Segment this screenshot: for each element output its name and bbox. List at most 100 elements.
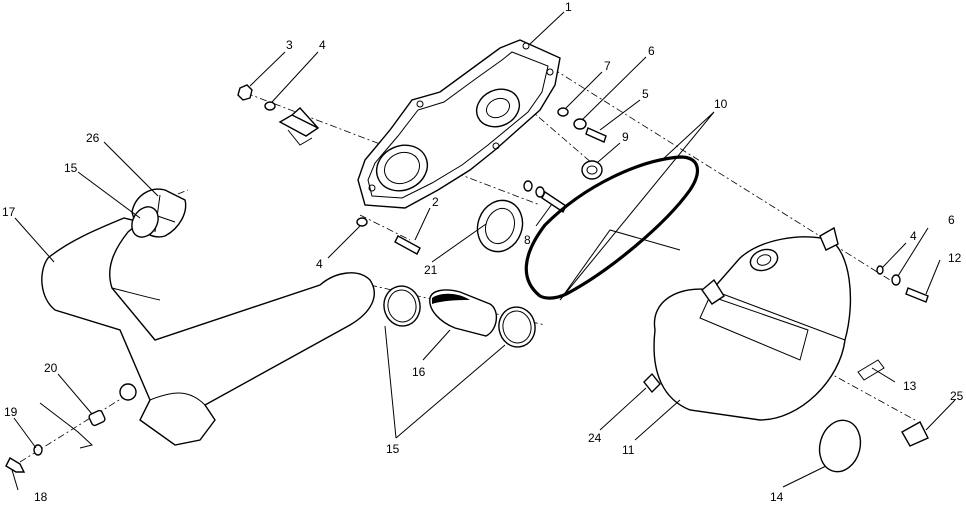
leader-4a xyxy=(271,51,319,103)
leader-18 xyxy=(11,469,19,491)
outer-cover-ridge xyxy=(711,289,846,341)
leader-15b xyxy=(384,325,506,439)
inner-cover-hub-bore xyxy=(485,97,511,119)
axis-upper-bolt xyxy=(514,44,891,281)
callout-17: 17 xyxy=(2,205,16,219)
washer-7-icon xyxy=(557,107,569,117)
callout-20: 20 xyxy=(44,361,58,375)
callout-6-upper: 6 xyxy=(648,44,655,58)
seal-21 xyxy=(476,199,524,253)
outer-cover-tab-top xyxy=(819,226,839,251)
leader-14 xyxy=(782,465,827,488)
callout-3: 3 xyxy=(286,38,293,52)
intake-cap xyxy=(131,188,187,238)
callout-7: 7 xyxy=(604,59,611,73)
callout-25: 25 xyxy=(950,389,964,403)
callout-10: 10 xyxy=(714,97,728,111)
bolt-2-assembly xyxy=(356,217,421,255)
inner-cover-plate xyxy=(357,39,561,209)
leader-15a xyxy=(77,171,141,219)
leader-16 xyxy=(422,329,451,361)
outer-cover-channel xyxy=(699,295,809,361)
duct-sleeve-assembly xyxy=(383,285,536,348)
inner-cover-hub xyxy=(475,88,521,128)
washer-8b-icon xyxy=(535,186,545,198)
sleeve-16 xyxy=(429,289,497,337)
inner-cover-port-inner xyxy=(383,151,421,185)
leader-20 xyxy=(57,373,93,415)
outer-cover-hub xyxy=(749,248,779,272)
sleeve-16-shading xyxy=(432,293,470,304)
mount-hole-3 xyxy=(368,184,376,192)
washer-4-lower-icon xyxy=(356,217,368,227)
leader-4b xyxy=(327,225,361,259)
callout-2: 2 xyxy=(432,195,439,209)
clamp-15-left-inner xyxy=(387,289,417,323)
bolt-18-icon xyxy=(5,457,26,473)
mount-hole-5 xyxy=(546,68,554,76)
callout-19: 19 xyxy=(4,405,18,419)
bracket-19 xyxy=(39,402,94,449)
callout-9: 9 xyxy=(622,130,629,144)
air-duct-bolt-hole xyxy=(119,383,137,401)
mount-hole-2 xyxy=(416,100,424,108)
spacer-6-right-icon xyxy=(891,274,901,286)
callout-13: 13 xyxy=(903,379,917,393)
leader-8 xyxy=(535,203,553,227)
leader-13 xyxy=(871,367,896,383)
plug-14 xyxy=(818,419,862,473)
bolt-8-icon xyxy=(541,190,567,214)
leader-25 xyxy=(925,399,956,431)
clamp-15-right-inner xyxy=(502,310,532,344)
mount-hole-1 xyxy=(522,42,530,50)
callout-16: 16 xyxy=(412,365,426,379)
grommet-20-icon xyxy=(88,409,106,427)
nut-icon xyxy=(237,84,253,101)
lower-left-fasteners xyxy=(5,402,106,473)
leader-17 xyxy=(14,217,55,263)
outer-cover-tab-left xyxy=(701,278,725,305)
callout-21: 21 xyxy=(424,263,438,277)
mount-bracket xyxy=(278,107,320,137)
inner-cover-port xyxy=(375,144,429,192)
leader-21 xyxy=(431,223,487,263)
seal-9-bore xyxy=(586,165,598,175)
cover-accessories xyxy=(818,359,929,473)
leader-7 xyxy=(565,71,603,109)
callout-12: 12 xyxy=(948,251,962,265)
leader-6a xyxy=(581,56,647,121)
leader-26 xyxy=(103,141,159,197)
bolt-2-icon xyxy=(394,235,421,255)
leader-5 xyxy=(599,99,641,131)
callout-15-upper: 15 xyxy=(64,161,78,175)
air-duct-lower-edge xyxy=(149,392,206,406)
leader-12 xyxy=(925,259,941,295)
upper-right-fasteners xyxy=(557,107,607,180)
latch-24-icon xyxy=(643,372,661,394)
callout-18: 18 xyxy=(34,490,48,504)
bolt-5-icon xyxy=(585,127,607,143)
callout-4-right: 4 xyxy=(910,229,917,243)
axis-lower-bolt xyxy=(359,214,411,241)
leader-3 xyxy=(249,51,286,87)
leader-6b xyxy=(897,227,929,277)
inner-cover-rim xyxy=(367,51,549,199)
mount-bracket-tab xyxy=(287,129,313,146)
callout-14: 14 xyxy=(770,490,784,504)
clamp-15-left xyxy=(383,285,421,327)
outer-cover xyxy=(643,226,852,421)
callout-4-lower: 4 xyxy=(316,257,323,271)
washer-8a-icon xyxy=(523,180,533,192)
spacer-6-icon xyxy=(573,118,587,130)
callout-1: 1 xyxy=(565,0,572,14)
leader-24 xyxy=(599,387,647,431)
seal-21-inner xyxy=(484,207,516,245)
bolt-8-assembly xyxy=(523,180,567,214)
clip-25-icon xyxy=(901,421,929,447)
callout-8: 8 xyxy=(524,233,531,247)
callout-15-lower: 15 xyxy=(386,442,400,456)
bolt-12-icon xyxy=(905,287,929,303)
